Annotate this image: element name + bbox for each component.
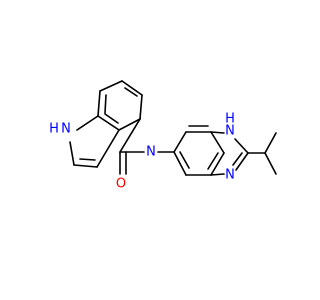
- atom-label: H: [225, 112, 235, 127]
- bond: [104, 94, 107, 114]
- bond: [173, 131, 187, 153]
- atom-label: O: [116, 177, 126, 192]
- atom-label: N: [61, 122, 71, 137]
- bond: [139, 94, 143, 120]
- bond: [210, 173, 225, 176]
- bond-layer: [69, 80, 277, 176]
- bond: [97, 115, 120, 131]
- bond: [264, 132, 277, 154]
- bond: [235, 152, 249, 171]
- bond: [104, 113, 119, 124]
- atom-label: H: [49, 122, 59, 137]
- bond: [234, 138, 249, 154]
- atom-label: N: [225, 168, 235, 183]
- bond: [173, 151, 187, 176]
- bond: [96, 129, 120, 168]
- bond: [232, 152, 243, 166]
- bond: [119, 118, 141, 153]
- bond: [210, 131, 225, 134]
- atom-label-layer: H N O N H N N: [49, 112, 235, 192]
- bond: [118, 118, 141, 131]
- bond: [124, 87, 138, 97]
- bond: [264, 152, 277, 175]
- bond: [121, 80, 143, 96]
- atom-label: N: [225, 124, 235, 139]
- bond: [79, 158, 96, 161]
- bond: [210, 131, 225, 154]
- bond: [69, 141, 75, 166]
- bond: [73, 164, 98, 168]
- bond: [76, 115, 99, 131]
- molecular-structure: H N O N H N N: [49, 80, 277, 192]
- bond: [97, 90, 101, 117]
- bond: [210, 152, 225, 176]
- bond: [179, 151, 190, 169]
- atom-label: N: [146, 145, 156, 160]
- bond: [99, 80, 123, 92]
- bond: [207, 152, 219, 170]
